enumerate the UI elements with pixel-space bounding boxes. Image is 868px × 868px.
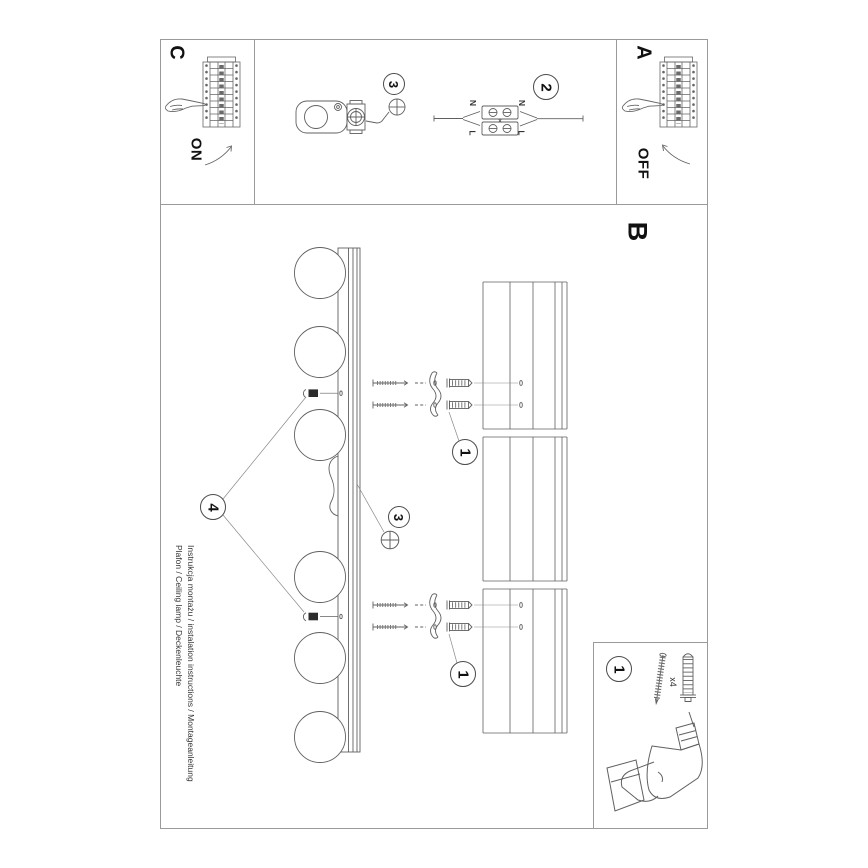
- wire-label-n-right: N: [516, 99, 527, 107]
- lamp-globes: [294, 247, 346, 763]
- lamp-fixing-screw-lower: [302, 612, 343, 622]
- screw-anchor-row-1b: [373, 401, 522, 410]
- callout-leader-lines: [222, 396, 460, 664]
- callout-step-2: 2: [533, 74, 559, 100]
- power-off-label: OFF: [634, 147, 652, 179]
- cable-hook: [328, 455, 339, 517]
- document-title-block: Instrukcja montażu / instalation instruc…: [173, 545, 197, 865]
- power-on-label: ON: [187, 137, 205, 161]
- lamp-fixing-screw-upper: [302, 388, 343, 398]
- section-label-c: C: [165, 44, 188, 60]
- screw-anchor-row-2b: [373, 623, 522, 632]
- screw-anchor-row-2a: [373, 601, 522, 610]
- screw-anchor-row-1a: [373, 379, 522, 388]
- screw-head-icon-main: [380, 530, 400, 550]
- callout-step-1-kit: 1: [606, 656, 632, 682]
- frame: [160, 39, 708, 829]
- wire-label-l-right: L: [516, 130, 527, 136]
- arrow-on-icon: [204, 145, 233, 166]
- section-label-a: A: [632, 44, 655, 60]
- screw-head-icon-top: [388, 98, 406, 116]
- globe: [294, 551, 346, 603]
- fuse-panel-a: [660, 57, 697, 127]
- cable-gland-figure: [295, 100, 390, 134]
- mounting-channel: [482, 281, 568, 734]
- pointing-hand-icon-c: [164, 98, 206, 113]
- callout-step-3-top: 3: [383, 73, 405, 95]
- fuse-panel-c: [203, 57, 240, 127]
- globe: [294, 409, 346, 461]
- title-line-2: Plafon / Ceiling lamp / Deckenleuchte: [174, 545, 184, 687]
- kit-screw-quantity: x4: [667, 677, 678, 687]
- arrow-off-icon: [661, 144, 691, 165]
- callout-step-1-upper: 1: [452, 439, 478, 465]
- kit-wall-anchor: [680, 653, 696, 702]
- globe: [294, 247, 346, 299]
- mounting-bracket-lower: [429, 593, 442, 639]
- mounting-bracket-upper: [429, 371, 442, 417]
- globe: [294, 632, 346, 684]
- ceiling-lamp-figure: [294, 247, 361, 763]
- globe: [294, 326, 346, 378]
- callout-step-3-main: 3: [388, 506, 410, 528]
- callout-step-4: 4: [200, 494, 226, 520]
- wire-label-l-left: L: [467, 130, 478, 136]
- globe: [294, 711, 346, 763]
- wire-label-n-left: N: [467, 99, 478, 107]
- callout-step-1-lower: 1: [450, 661, 476, 687]
- kit-screw: [653, 652, 667, 706]
- title-line-1: Instrukcja montażu / instalation instruc…: [186, 545, 196, 782]
- terminal-block-figure: [433, 105, 584, 136]
- section-label-b: B: [622, 221, 653, 241]
- pointing-hand-icon-a: [621, 98, 663, 113]
- drill-icon: [606, 711, 703, 812]
- lamp-canopy-bar: [337, 247, 361, 753]
